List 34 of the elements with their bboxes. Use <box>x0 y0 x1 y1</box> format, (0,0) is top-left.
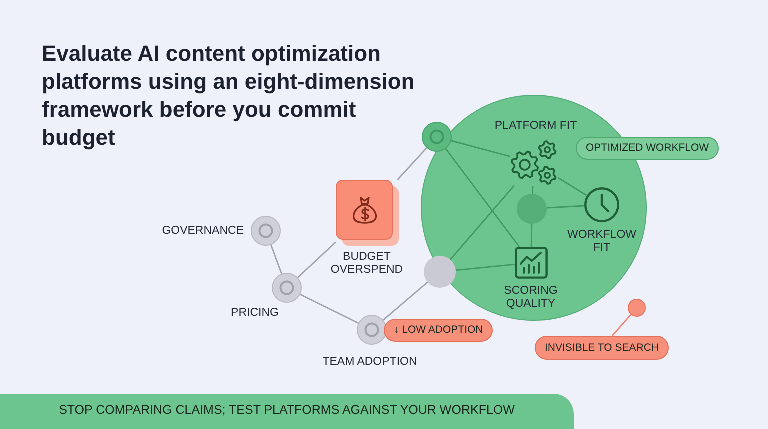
connector <box>558 177 588 196</box>
chart-icon <box>515 247 548 279</box>
node-label: WORKFLOW FIT <box>567 229 637 255</box>
connector <box>270 244 282 274</box>
clock-icon <box>584 187 620 223</box>
node-dot <box>517 194 547 224</box>
connector <box>298 242 336 278</box>
risk-tile <box>336 180 399 246</box>
connector <box>397 148 428 180</box>
connector <box>451 140 510 158</box>
node-label: GOVERNANCE <box>161 225 244 238</box>
connector <box>532 186 534 194</box>
diagram-title: Evaluate AI content optimization platforms using an eight-dimension framework before you commit budget <box>42 40 416 152</box>
connector <box>300 294 359 324</box>
status-label: ↓ LOW ADOPTION <box>384 319 494 342</box>
ring-node <box>251 216 281 246</box>
connector <box>546 205 584 209</box>
connector <box>456 264 516 272</box>
gears-icon <box>510 140 558 186</box>
footer-banner: STOP COMPARING CLAIMS; TEST PLATFORMS AGAINST YOUR WORKFLOW <box>0 394 574 429</box>
node-label: SCORING QUALITY <box>503 285 559 311</box>
ring-node <box>272 273 302 303</box>
connector <box>445 148 520 248</box>
connector <box>530 224 533 247</box>
ring-node <box>357 315 387 345</box>
status-label: INVISIBLE TO SEARCH <box>535 336 669 360</box>
node-label: PRICING <box>230 307 280 320</box>
connector <box>450 186 515 260</box>
node-label: BUDGET OVERSPEND <box>330 251 404 277</box>
connector <box>382 282 428 321</box>
leader-line <box>612 314 632 336</box>
node-label: TEAM ADOPTION <box>322 356 418 369</box>
node-label: PLATFORM FIT <box>494 120 578 133</box>
status-label: OPTIMIZED WORKFLOW <box>576 137 720 160</box>
